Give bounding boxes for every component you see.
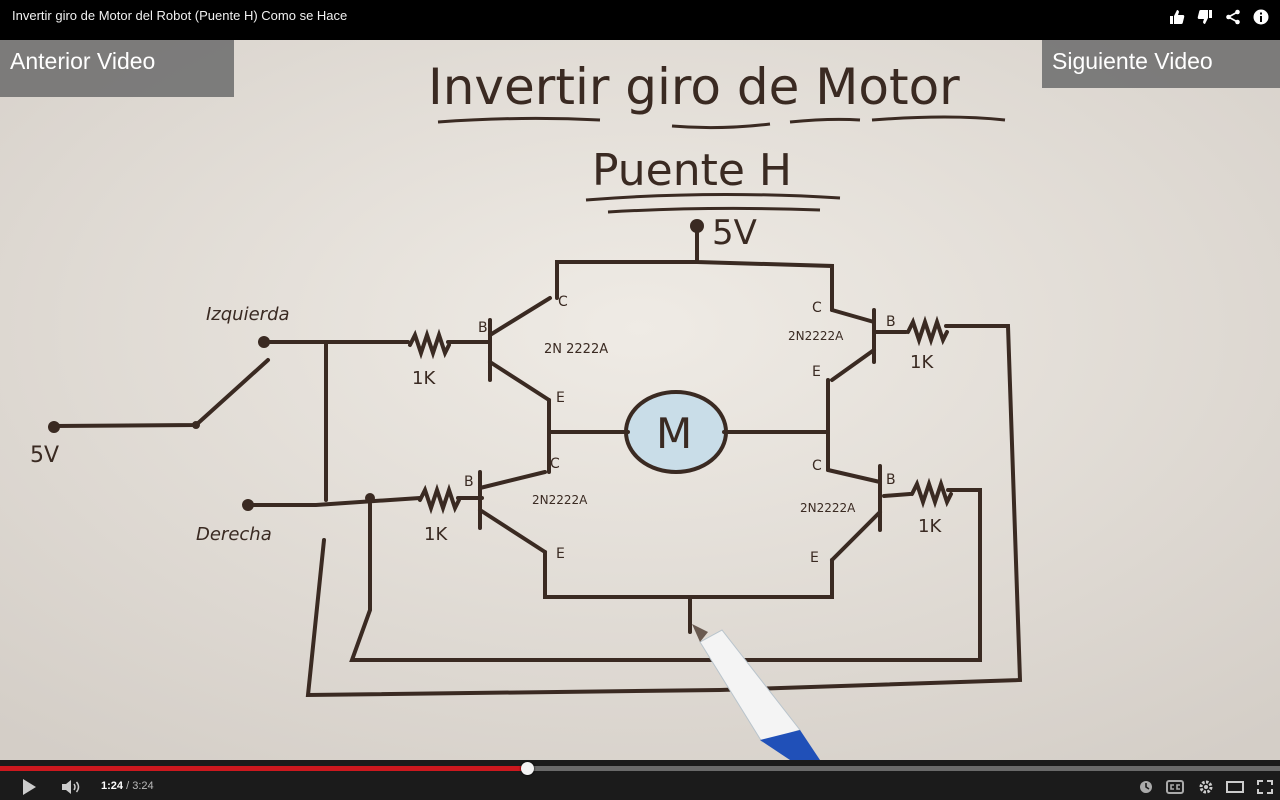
motor-label: M (656, 409, 692, 458)
watch-later-icon (1140, 781, 1152, 793)
play-button[interactable] (18, 776, 40, 798)
mute-button[interactable] (60, 776, 84, 798)
pin-label: E (812, 364, 821, 380)
pin-label: C (550, 456, 560, 472)
supply-left-label: 5V (30, 443, 59, 468)
next-video-label: Siguiente Video (1052, 48, 1213, 74)
pin-label: B (464, 474, 474, 490)
volume-icon (62, 780, 80, 794)
current-time: 1:24 (101, 780, 124, 792)
transistor-label: 2N 2222A (544, 342, 608, 357)
circuit-wires (52, 226, 1023, 698)
pin-label: E (810, 550, 819, 566)
resistor-label: 1K (918, 516, 942, 537)
watch-later-button[interactable] (1136, 776, 1156, 798)
drawing-subtitle: Puente H (592, 145, 792, 196)
captions-button[interactable] (1164, 776, 1186, 798)
pin-label: B (886, 472, 896, 488)
progress-scrubber[interactable] (521, 762, 535, 775)
theater-mode-button[interactable] (1224, 776, 1246, 798)
pen-pointer (692, 624, 820, 760)
transistor-label: 2N2222A (532, 493, 588, 507)
next-video-card[interactable]: Siguiente Video (1042, 40, 1280, 88)
settings-icon (1199, 780, 1213, 794)
drawing-title: Invertir giro de Motor (428, 58, 960, 116)
time-display: 1:24 / 3:24 (101, 780, 154, 792)
settings-button[interactable] (1195, 776, 1217, 798)
h-bridge-drawing: Invertir giro de Motor Puente H 5V 5V Iz… (0, 40, 1280, 760)
share-icon[interactable] (1222, 6, 1244, 28)
pin-label: C (812, 458, 822, 474)
pin-label: C (558, 294, 568, 310)
transistor-label: 2N2222A (800, 501, 856, 515)
pin-label: C (812, 300, 822, 316)
input-right-label: Derecha (196, 524, 272, 545)
like-icon[interactable] (1166, 6, 1188, 28)
video-frame[interactable]: Invertir giro de Motor Puente H 5V 5V Iz… (0, 40, 1280, 760)
pin-label: E (556, 546, 565, 562)
info-icon[interactable] (1250, 6, 1272, 28)
supply-top-label: 5V (712, 213, 757, 253)
theater-icon (1226, 781, 1244, 793)
fullscreen-button[interactable] (1254, 776, 1276, 798)
video-title-bar: Invertir giro de Motor del Robot (Puente… (0, 0, 1280, 40)
fullscreen-icon (1257, 780, 1273, 794)
transistor-label: 2N2222A (788, 329, 844, 343)
play-icon (23, 779, 36, 795)
resistor-label: 1K (424, 524, 448, 545)
input-left-label: Izquierda (206, 304, 290, 325)
dislike-icon[interactable] (1194, 6, 1216, 28)
progress-track (0, 766, 1280, 771)
previous-video-card[interactable]: Anterior Video (0, 40, 234, 97)
progress-bar[interactable] (0, 762, 1280, 775)
progress-played (0, 766, 528, 771)
video-title[interactable]: Invertir giro de Motor del Robot (Puente… (12, 8, 348, 23)
captions-icon (1166, 780, 1184, 794)
duration: 3:24 (132, 780, 154, 792)
pin-label: B (886, 314, 896, 330)
time-separator: / (126, 780, 130, 792)
title-actions (1166, 6, 1272, 28)
previous-video-label: Anterior Video (10, 48, 156, 74)
resistor-label: 1K (910, 352, 934, 373)
pin-label: B (478, 320, 488, 336)
resistor-label: 1K (412, 368, 436, 389)
pin-label: E (556, 390, 565, 406)
